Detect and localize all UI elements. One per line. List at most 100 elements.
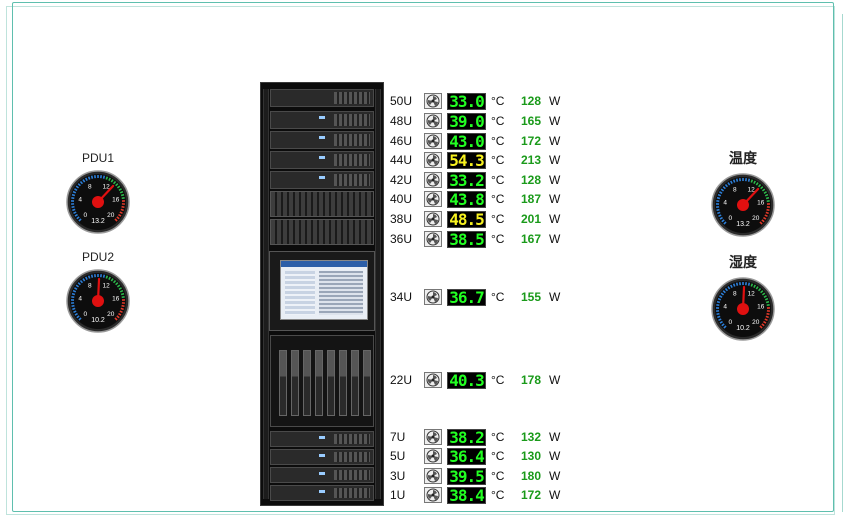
- rack-unit: [270, 171, 374, 189]
- celsius-unit: °C: [491, 449, 505, 463]
- rack-unit: [270, 467, 374, 483]
- kvm-screen: [280, 260, 368, 320]
- unit-position: 3U: [390, 469, 406, 483]
- fan-icon: [424, 191, 442, 207]
- unit-position: 36U: [390, 232, 413, 246]
- watt-unit: W: [549, 173, 561, 187]
- temperature-display: 38.2: [447, 428, 486, 446]
- fan-icon: [424, 429, 442, 445]
- gauge-value: 10.2: [91, 317, 105, 324]
- gauge-tick-label: 16: [757, 304, 765, 311]
- server-rack: [260, 82, 384, 506]
- watt-unit: W: [549, 153, 561, 167]
- pdu1-label: PDU1: [81, 151, 114, 165]
- gauge-tick-label: 0: [728, 319, 732, 326]
- gauge-tick-label: 0: [83, 212, 87, 219]
- watt-unit: W: [549, 134, 561, 148]
- temperature-display: 43.8: [447, 190, 486, 208]
- gauge-hub: [737, 199, 749, 211]
- power-value: 130: [520, 449, 541, 463]
- rack-unit: [270, 89, 374, 107]
- unit-position: 46U: [390, 134, 413, 148]
- gauge-tick-label: 8: [88, 183, 92, 190]
- fan-icon: [424, 448, 442, 464]
- fan-icon: [424, 172, 442, 188]
- gauge-tick-label: 8: [733, 186, 737, 193]
- power-value: 213: [520, 153, 541, 167]
- unit-position: 42U: [390, 173, 413, 187]
- gauge-value: 13.2: [736, 221, 750, 228]
- gauge-tick-label: 12: [103, 183, 111, 190]
- watt-unit: W: [549, 469, 561, 483]
- rack-unit: [270, 431, 374, 447]
- celsius-unit: °C: [491, 488, 505, 502]
- celsius-unit: °C: [491, 153, 505, 167]
- power-value: 172: [520, 488, 541, 502]
- temperature-display: 39.5: [447, 467, 486, 485]
- watt-unit: W: [549, 212, 561, 226]
- gauge-tick-label: 16: [112, 296, 120, 303]
- temperature-display: 36.4: [447, 447, 486, 465]
- gauge-tick-label: 4: [723, 200, 727, 207]
- fan-icon: [424, 289, 442, 305]
- celsius-unit: °C: [491, 469, 505, 483]
- watt-unit: W: [549, 449, 561, 463]
- fan-icon: [424, 231, 442, 247]
- outer-frame: [6, 6, 835, 515]
- gauge-tick-label: 20: [752, 215, 760, 222]
- temperature-display: 43.0: [447, 132, 486, 150]
- celsius-unit: °C: [491, 232, 505, 246]
- rack-unit: [270, 131, 374, 149]
- temperature-display: 38.5: [447, 230, 486, 248]
- fan-icon: [424, 113, 442, 129]
- watt-unit: W: [549, 488, 561, 502]
- rack-unit: [270, 449, 374, 465]
- gauge-tick-label: 0: [83, 311, 87, 318]
- celsius-unit: °C: [491, 373, 505, 387]
- unit-row: 44U 54.3 °C 213 W: [390, 151, 560, 169]
- fan-icon: [424, 211, 442, 227]
- unit-position: 44U: [390, 153, 413, 167]
- gauge-tick-label: 20: [107, 311, 115, 318]
- temperature-display: 54.3: [447, 151, 486, 169]
- fan-icon: [424, 152, 442, 168]
- gauge-tick-label: 16: [757, 200, 765, 207]
- pdu2-label: PDU2: [81, 250, 114, 264]
- celsius-unit: °C: [491, 94, 505, 108]
- gauge-tick-label: 4: [78, 197, 82, 204]
- power-value: 201: [520, 212, 541, 226]
- gauge-hub: [92, 196, 104, 208]
- temperature-display: 36.7: [447, 288, 486, 306]
- power-value: 132: [520, 430, 541, 444]
- rack-unit: [270, 485, 374, 501]
- inner-frame: [12, 2, 834, 512]
- power-value: 155: [520, 290, 541, 304]
- gauge-tick-label: 0: [728, 215, 732, 222]
- power-value: 180: [520, 469, 541, 483]
- unit-row: 3U 39.5 °C 180 W: [390, 467, 560, 485]
- gauge-tick-label: 12: [748, 186, 756, 193]
- celsius-unit: °C: [491, 114, 505, 128]
- temperature-display: 33.0: [447, 92, 486, 110]
- fan-icon: [424, 372, 442, 388]
- temperature-display: 38.4: [447, 486, 486, 504]
- kvm-console: [269, 251, 375, 331]
- rack-rail-left: [263, 89, 269, 499]
- gauge-tick-label: 4: [723, 304, 727, 311]
- gauge-tick-label: 4: [78, 296, 82, 303]
- rack-unit: [270, 151, 374, 169]
